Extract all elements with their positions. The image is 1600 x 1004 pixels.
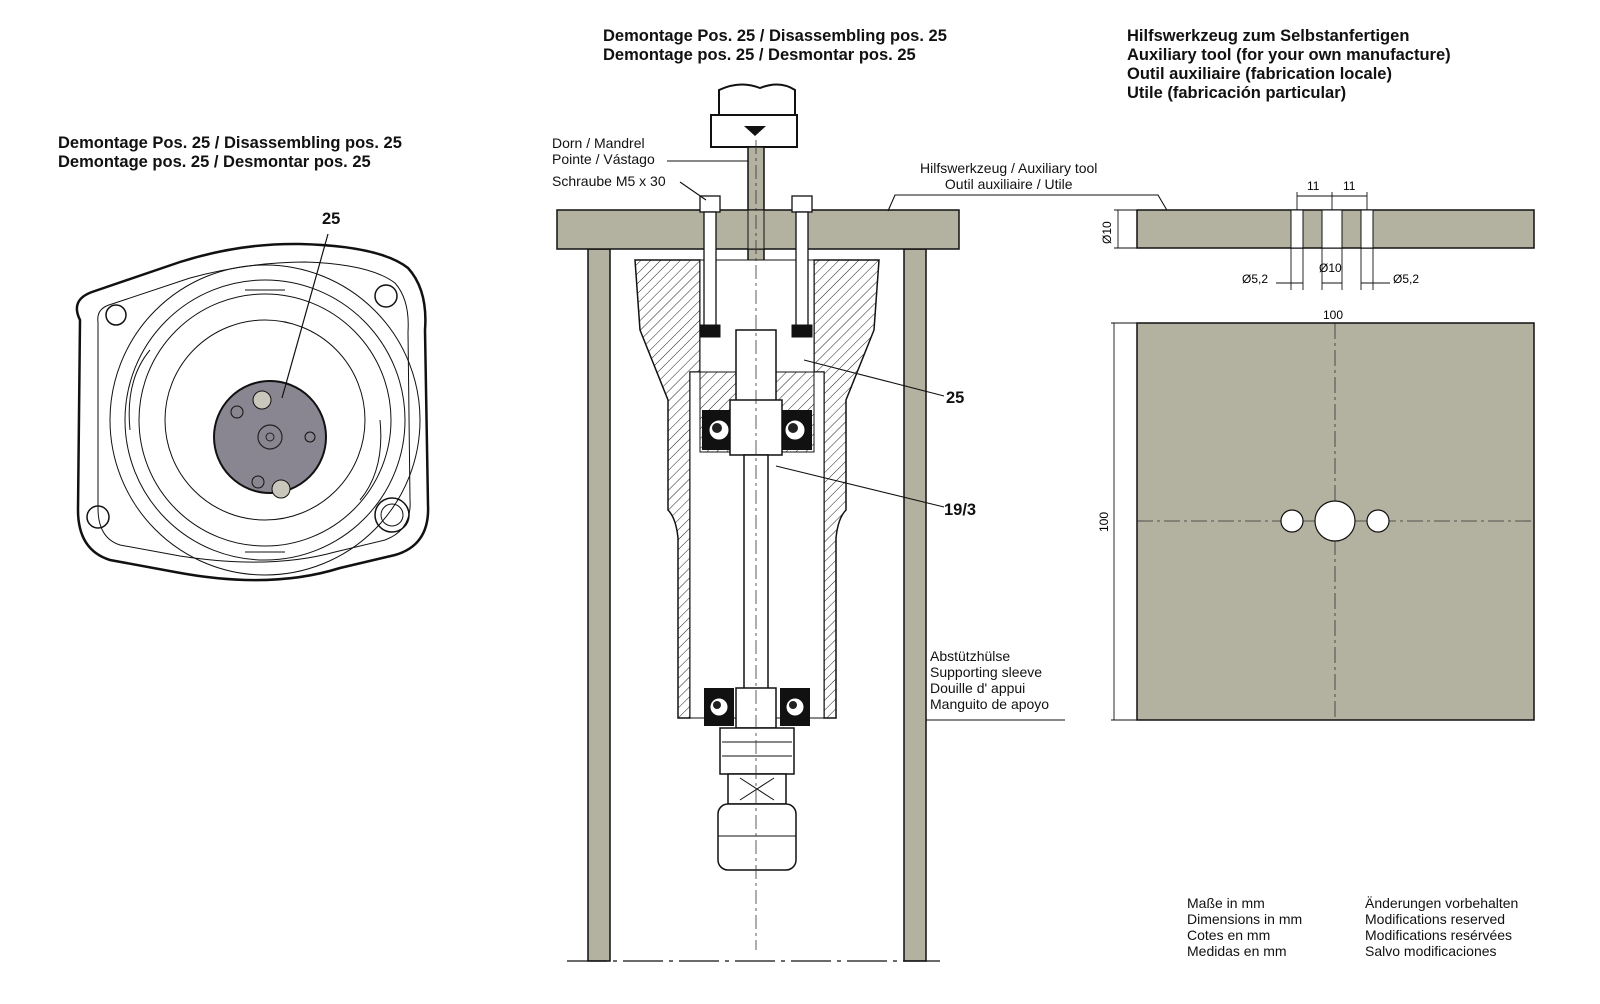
dim-thickness: Ø10 [1100, 221, 1114, 244]
aux-tool-label: Hilfswerkzeug / Auxiliary tool Outil aux… [920, 160, 1097, 192]
press-head [710, 83, 798, 148]
disc-pin-left [230, 405, 244, 419]
disc-pin-right [304, 431, 316, 443]
disc-pin-bottom [251, 475, 265, 489]
flange-bore-inner [138, 293, 392, 547]
flange-bore-outer [109, 264, 421, 576]
mount-hole-bottom-left [86, 505, 110, 529]
sleeve-label-line1: Abstützhülse [930, 648, 1011, 664]
tool-side-view [1136, 209, 1535, 249]
tool-hole-right [1366, 509, 1390, 533]
right-title-line3: Outil auxiliaire (fabrication locale) [1127, 65, 1392, 83]
flange-view [75, 242, 430, 582]
flange-outline [75, 242, 430, 582]
sleeve-label-line2: Supporting sleeve [930, 664, 1043, 680]
tool-top-view [1136, 322, 1535, 721]
support-sleeve-left [587, 248, 611, 962]
screws-m5 [699, 195, 813, 338]
dim-width: 100 [1323, 308, 1343, 322]
sleeve-label-line3: Douille d' appui [930, 680, 1026, 696]
modifications-note-line3: Modifications resérvées [1365, 927, 1513, 943]
dim-hole-center: Ø10 [1319, 261, 1342, 275]
right-title-line1: Hilfswerkzeug zum Selbstanfertigen [1127, 27, 1410, 45]
disc-screw-top [252, 390, 272, 410]
mandrel-label: Dorn / Mandrel Pointe / Vástago [552, 135, 655, 167]
sleeve-label: Abstützhülse Supporting sleeve Douille d… [930, 648, 1049, 712]
dim-hole-right: Ø5,2 [1393, 272, 1419, 286]
right-title: Hilfswerkzeug zum Selbstanfertigen Auxil… [1127, 27, 1451, 103]
leaders [667, 160, 1169, 721]
shaft-coupling [717, 727, 797, 871]
tool-side-dimensions [1114, 192, 1390, 290]
mandrel-label-line2: Pointe / Vástago [552, 151, 655, 167]
mandrel-label-line1: Dorn / Mandrel [552, 135, 645, 151]
units-note-line2: Dimensions in mm [1187, 911, 1303, 927]
tool-hole-left [1280, 509, 1304, 533]
right-title-line2: Auxiliary tool (for your own manufacture… [1127, 46, 1451, 64]
mount-hole-bottom-right [374, 497, 410, 533]
tool-top-dimensions [1111, 322, 1534, 721]
callout-25: 25 [946, 389, 965, 407]
dim-spacing-left: 11 [1307, 179, 1320, 193]
aux-tool-label-line2: Outil auxiliaire / Utile [944, 176, 1073, 192]
units-note-line3: Cotes en mm [1187, 927, 1271, 943]
modifications-note-line4: Salvo modificaciones [1365, 943, 1497, 959]
tool-hole-center [1314, 500, 1356, 542]
modifications-note-line2: Modifications reserved [1365, 911, 1506, 927]
units-note: Maße in mm Dimensions in mm Cotes en mm … [1187, 895, 1302, 959]
center-title: Demontage Pos. 25 / Disassembling pos. 2… [603, 27, 947, 65]
left-title-line1: Demontage Pos. 25 / Disassembling pos. 2… [58, 134, 402, 152]
disc-screw-bottom [271, 479, 291, 499]
modifications-note: Änderungen vorbehalten Modifications res… [1365, 895, 1518, 959]
aux-tool-label-line1: Hilfswerkzeug / Auxiliary tool [920, 160, 1098, 176]
flange-bore-ring [124, 279, 406, 561]
sleeve-label-line4: Manguito de apoyo [930, 696, 1050, 712]
mount-hole-top-left [105, 304, 127, 326]
left-title: Demontage Pos. 25 / Disassembling pos. 2… [58, 134, 402, 172]
mount-hole-top-right [374, 284, 398, 308]
callout-19-3: 19/3 [944, 501, 977, 519]
flange-bore-core [164, 319, 366, 521]
right-title-line4: Utile (fabricación particular) [1127, 84, 1347, 102]
dim-hole-left: Ø5,2 [1242, 272, 1268, 286]
modifications-note-line1: Änderungen vorbehalten [1365, 895, 1519, 911]
center-title-line2: Demontage pos. 25 / Desmontar pos. 25 [603, 46, 916, 64]
dim-height: 100 [1097, 512, 1111, 532]
support-sleeve-right [903, 248, 927, 962]
screw-label: Schraube M5 x 30 [552, 173, 666, 189]
units-note-line1: Maße in mm [1187, 895, 1265, 911]
left-callout-25: 25 [322, 210, 341, 228]
left-title-line2: Demontage pos. 25 / Desmontar pos. 25 [58, 153, 371, 171]
dim-spacing-right: 11 [1343, 179, 1356, 193]
part-25-disc [213, 380, 327, 499]
center-title-line1: Demontage Pos. 25 / Disassembling pos. 2… [603, 27, 947, 45]
units-note-line4: Medidas en mm [1187, 943, 1287, 959]
left-leader-25 [281, 233, 329, 399]
